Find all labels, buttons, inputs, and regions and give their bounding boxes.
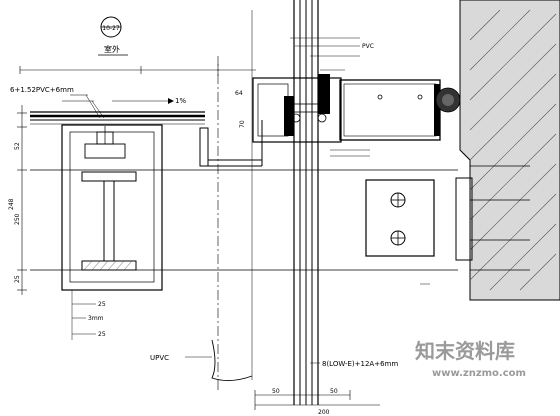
top-panel-label: 6+1.52PVC+6mm: [10, 86, 74, 94]
bottom-dimension: 50 50 200: [254, 388, 380, 416]
top-dimension: [19, 64, 256, 76]
mullion-glass: [293, 0, 319, 405]
mullion-frame: 64 70: [235, 74, 342, 143]
dim-bottom-50b: 50: [330, 388, 338, 395]
dim-bottom-200: 200: [318, 409, 330, 416]
watermark-brand: 知末资料库: [415, 339, 515, 363]
section-mark-code: 10-27: [102, 25, 120, 32]
room-label: 室外: [104, 44, 120, 54]
embedded-plate: [365, 177, 473, 261]
pvc-top-label: PVC: [362, 43, 374, 50]
steel-3mm-label: 3mm: [88, 315, 104, 322]
dim-64: 64: [235, 90, 243, 97]
section-mark: 10-27: [100, 16, 122, 38]
dim-52: 52: [14, 142, 21, 150]
leaders: PVC: [290, 37, 430, 285]
upvc-label: UPVC: [150, 354, 169, 362]
beam-leaders: 25 3mm 25: [71, 290, 106, 340]
steel-25-lower-label: 25: [98, 331, 106, 338]
bracket-profile: [199, 120, 263, 167]
glass-spec-label: 8(LOW-E)+12A+6mm: [322, 360, 398, 368]
right-aluminium-box: [339, 79, 441, 141]
concrete-wall: [435, 0, 560, 301]
dim-25: 25: [14, 275, 21, 283]
top-glass-panel: 6+1.52PVC+6mm: [10, 86, 205, 125]
steel-beam-assembly: [61, 124, 163, 291]
dim-bottom-50a: 50: [272, 388, 280, 395]
left-dimension-chain: 52 248 250 25: [8, 105, 27, 295]
axis-lines: [217, 10, 253, 390]
dim-250: 250: [14, 213, 21, 225]
dim-70: 70: [239, 120, 246, 128]
slope-label: 1%: [175, 97, 186, 105]
dim-248: 248: [8, 198, 15, 210]
steel-25-upper-label: 25: [98, 301, 106, 308]
watermark: 知末资料库 www.znzmo.com: [415, 339, 526, 379]
watermark-url: www.znzmo.com: [432, 368, 526, 379]
